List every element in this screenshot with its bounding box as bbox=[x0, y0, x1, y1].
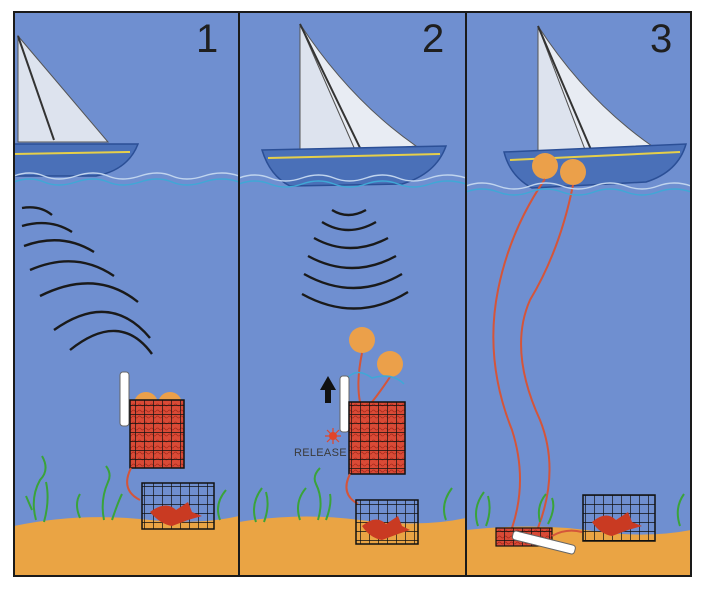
sonar-wave-icon bbox=[301, 208, 409, 310]
panel-3: 3 bbox=[466, 17, 691, 576]
seaweed-icon bbox=[25, 455, 227, 523]
sonar-wave-icon bbox=[21, 206, 153, 355]
up-arrow-icon bbox=[320, 376, 336, 403]
panel-2-number: 2 bbox=[422, 17, 444, 61]
sailboat-icon bbox=[14, 34, 140, 177]
rope bbox=[492, 178, 546, 529]
acoustic-release-icon bbox=[119, 371, 130, 427]
release-flash-icon bbox=[325, 428, 341, 444]
lobster-icon bbox=[592, 512, 642, 536]
release-label: RELEASE bbox=[294, 447, 347, 459]
water-surface bbox=[239, 174, 466, 188]
water-surface bbox=[14, 172, 239, 186]
water-surface bbox=[466, 182, 691, 196]
float-buoy-icon bbox=[349, 327, 403, 377]
rope bbox=[551, 529, 583, 537]
bubble-line bbox=[345, 371, 405, 385]
float-buoy-icon bbox=[532, 153, 586, 185]
panel-3-number: 3 bbox=[650, 17, 672, 61]
rope bbox=[357, 352, 391, 403]
panel-1-number: 1 bbox=[196, 17, 218, 61]
seaweed-icon bbox=[475, 491, 685, 527]
lobster-trap-icon bbox=[348, 401, 406, 475]
seabed bbox=[14, 516, 239, 576]
lobster-trap-icon bbox=[129, 399, 185, 469]
lobster-icon bbox=[150, 502, 202, 526]
panel-1: 1 bbox=[14, 17, 239, 576]
lobster-trap-icon bbox=[141, 482, 215, 530]
acoustic-release-icon bbox=[339, 375, 350, 433]
diagram-frame bbox=[13, 11, 692, 577]
seabed bbox=[239, 516, 466, 576]
lobster-icon bbox=[362, 516, 410, 540]
acoustic-release-icon bbox=[511, 530, 576, 555]
rope bbox=[520, 184, 574, 529]
seaweed-icon bbox=[253, 467, 453, 523]
rope bbox=[126, 467, 141, 501]
panel-2: RELEASE 2 bbox=[239, 17, 466, 576]
